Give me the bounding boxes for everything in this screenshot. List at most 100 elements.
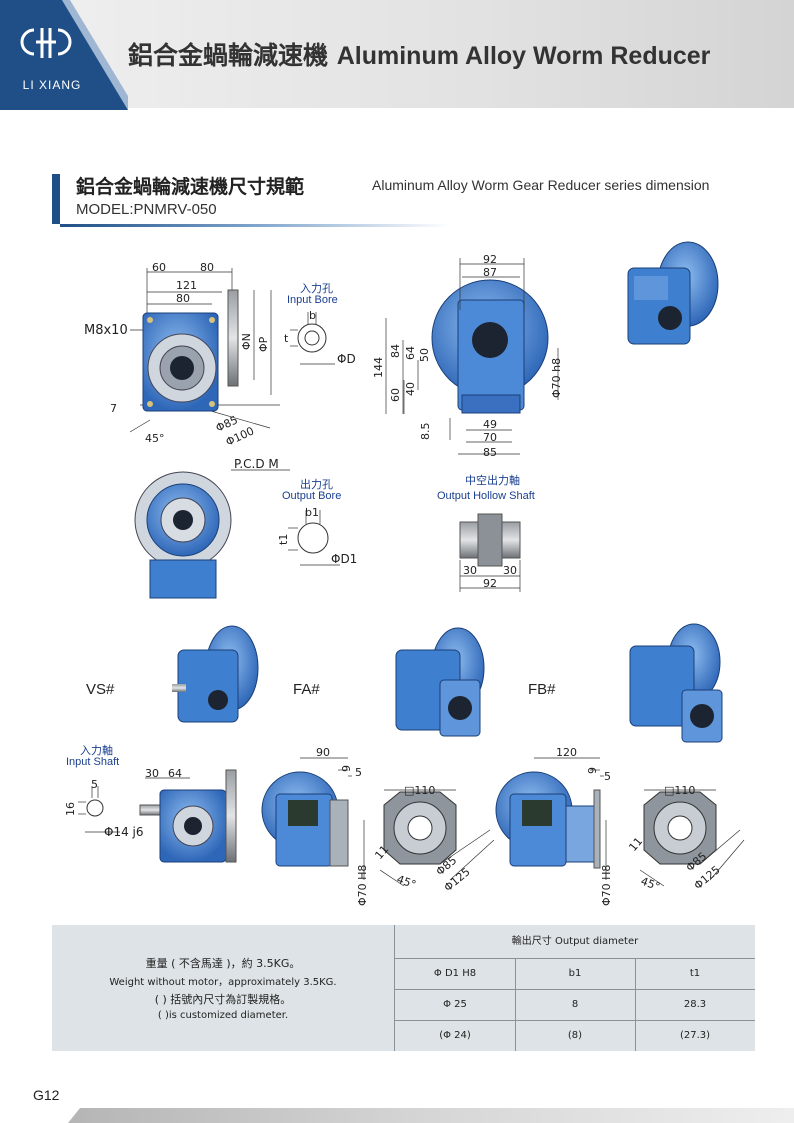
side-dim-87: 87 [483, 266, 497, 279]
side-dim-50: 50 [418, 348, 431, 362]
front-dim-7: 7 [110, 402, 117, 415]
input-shaft-dim-5: 5 [91, 778, 98, 791]
hollow-shaft-label-en: Output Hollow Shaft [437, 490, 535, 502]
output-bore-drawing [288, 510, 340, 566]
spec-notes: 重量 ( 不含馬達 )，約 3.5KG。 Weight without moto… [52, 925, 395, 1051]
side-dim-85: 85 [483, 446, 497, 459]
side-dim-40: 40 [404, 382, 417, 396]
page-number: G12 [33, 1087, 60, 1103]
section-underline [60, 224, 450, 227]
fb-flange-dim-45deg: 45° [639, 875, 662, 894]
fb-side-drawing [495, 757, 607, 880]
side-dim-60: 60 [389, 388, 402, 402]
table-cell-r2-d1: (Φ 24) [439, 1030, 471, 1041]
model-number: MODEL:PNMRV-050 [76, 201, 217, 218]
note-weight-en: Weight without motor，approximately 3.5KG… [109, 977, 337, 988]
page-title: 鋁合金蝸輪減速機 Aluminum Alloy Worm Reducer [128, 36, 710, 72]
input-shaft-dim-16: 16 [64, 802, 77, 816]
section-title-zh: 鋁合金蝸輪減速機尺寸規範 [76, 176, 305, 198]
table-cell-r1-d1: Φ 25 [395, 989, 515, 1021]
table-header-output-diameter: 輸出尺寸 Output diameter [395, 925, 755, 959]
variant-vs-render [172, 625, 259, 723]
hollow-shaft-dim-30b: 30 [503, 564, 517, 577]
table-divider [515, 958, 516, 1051]
hollow-shaft-dim-92: 92 [483, 577, 497, 590]
dimension-drawings: 60 80 121 80 M8x10 ΦN ΦP 7 Φ85 Φ100 45° … [64, 241, 745, 906]
variant-label-vs: VS# [86, 681, 115, 698]
side-dim-84: 84 [389, 344, 402, 358]
fb-flange-drawing [639, 789, 745, 887]
fa-dim-90: 90 [316, 746, 330, 759]
fa-dim-9: 9 [340, 765, 353, 772]
side-dim-64: 64 [404, 346, 417, 360]
note-weight-zh: 重量 ( 不含馬達 )，約 3.5KG。 [145, 957, 301, 970]
front-dim-80b: 80 [176, 292, 190, 305]
front-view-drawing [129, 268, 290, 471]
side-dim-49: 49 [483, 418, 497, 431]
output-bore-dim-t1: t1 [277, 534, 290, 545]
note-custom-zh: ( ) 括號內尺寸為訂製規格。 [154, 993, 292, 1006]
table-cell-r1-b1: 8 [515, 989, 635, 1021]
hollow-shaft-dim-30a: 30 [463, 564, 477, 577]
input-shaft-dim-phi14-j6: Φ14 j6 [104, 825, 144, 839]
footer-band [68, 1108, 794, 1123]
variant-fb-render [629, 623, 723, 743]
front-dim-pcd-m: P.C.D M [234, 457, 279, 471]
input-shaft-label-zh: 入力軸 [80, 743, 113, 757]
variant-fa-render [395, 627, 485, 737]
input-shaft-label-en: Input Shaft [66, 756, 119, 768]
front-dim-80: 80 [200, 261, 214, 274]
fa-dim-5: 5 [355, 766, 362, 779]
variant-label-fb: FB# [528, 681, 556, 698]
front-dim-45deg: 45° [145, 432, 165, 445]
header-band [0, 0, 794, 108]
spec-table: 重量 ( 不含馬達 )，約 3.5KG。 Weight without moto… [52, 925, 755, 1051]
variant-label-fa: FA# [293, 681, 320, 698]
page-title-zh: 鋁合金蝸輪減速機 [128, 41, 329, 70]
output-bore-label-en: Output Bore [282, 490, 341, 502]
table-divider [635, 958, 636, 1051]
section-accent-bar [52, 174, 60, 224]
fa-flange-dim-45deg: 45° [395, 873, 418, 892]
side-view-drawing [385, 258, 559, 455]
fb-flange-dim-11: 11 [626, 835, 645, 854]
fa-dim-phi70-h8: Φ70 H8 [356, 865, 369, 906]
front-dim-phi-p: ΦP [257, 336, 270, 352]
input-bore-dim-phi-d: ΦD [337, 352, 356, 366]
fb-dim-5: 5 [604, 770, 611, 783]
hollow-shaft-drawing [459, 513, 521, 592]
input-shaft-dim-30: 30 [145, 767, 159, 780]
front-dim-phi-n: ΦN [240, 333, 253, 350]
fb-dim-phi70-h8: Φ70 H8 [600, 865, 613, 906]
output-bore-dim-phi-d1: ΦD1 [331, 552, 357, 566]
col-header-t1: t1 [635, 958, 755, 990]
side-dim-phi70-h8: Φ70 h8 [550, 358, 563, 398]
side-dim-8-5: 8.5 [419, 423, 432, 441]
fb-dim-9: 9 [586, 767, 599, 774]
logo-text: LI XIANG [22, 78, 82, 92]
table-cell-r1-t1: 28.3 [635, 989, 755, 1021]
side-dim-92: 92 [483, 253, 497, 266]
front-dim-60: 60 [152, 261, 166, 274]
note-custom-en: ( )is customized diameter. [157, 1010, 289, 1021]
input-bore-drawing [290, 312, 335, 365]
fb-dim-120: 120 [556, 746, 577, 759]
input-bore-dim-b: b [309, 309, 316, 322]
side-dim-70: 70 [483, 431, 497, 444]
table-cell-r2-t1: (27.3) [679, 1030, 711, 1041]
input-bore-label-en: Input Bore [287, 294, 338, 306]
table-cell-r2-b1: (8) [567, 1030, 583, 1041]
input-shaft-drawing [78, 769, 237, 863]
col-header-d1: Φ D1 H8 [395, 958, 515, 990]
fb-flange-dim-square110: □110 [664, 784, 695, 797]
input-bore-label-zh: 入力孔 [300, 282, 333, 295]
front-dim-121: 121 [176, 279, 197, 292]
rear-view-drawing [134, 471, 232, 599]
reducer-3d-render [627, 241, 719, 345]
output-bore-label-zh: 出力孔 [300, 477, 333, 491]
side-dim-144: 144 [372, 357, 385, 378]
fa-flange-dim-square110: □110 [404, 784, 435, 797]
input-bore-dim-t: t [284, 332, 289, 345]
logo-icon [20, 28, 72, 58]
front-dim-m8x10: M8x10 [84, 323, 128, 338]
